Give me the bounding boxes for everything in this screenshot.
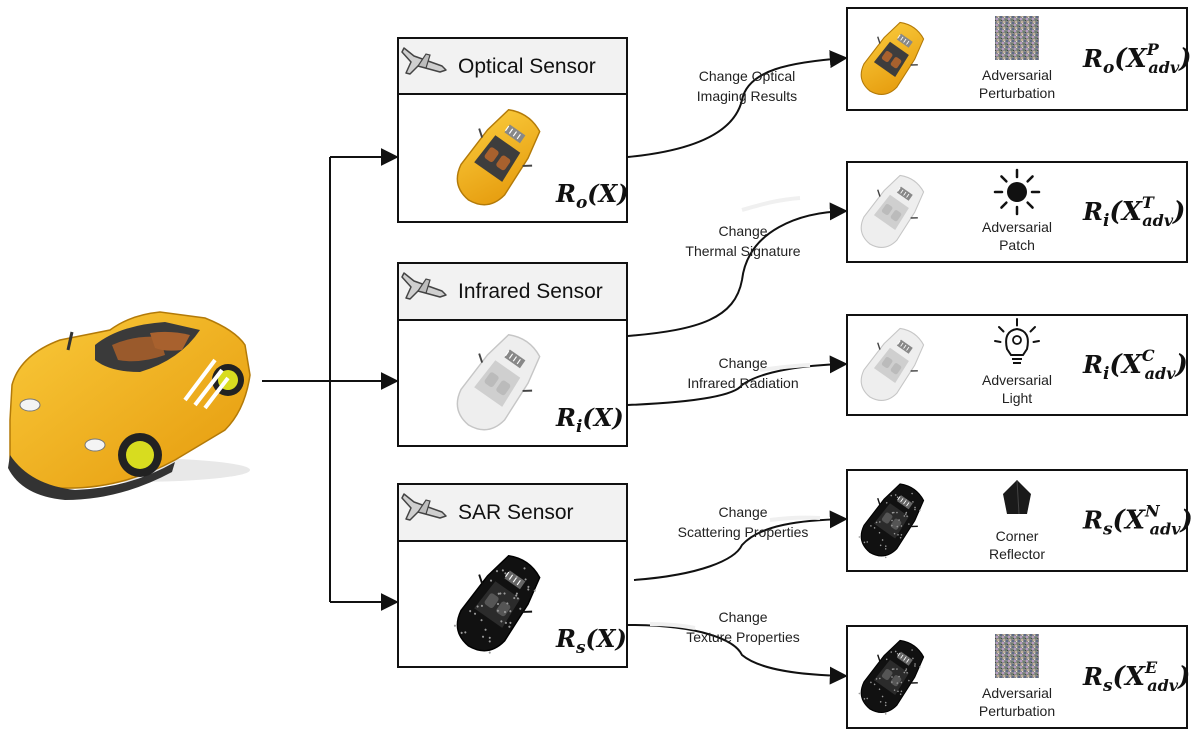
sensor-title-sar: SAR Sensor bbox=[458, 501, 574, 524]
attack-edges bbox=[627, 50, 848, 685]
output-label-line1: Adversarial bbox=[982, 67, 1052, 83]
input-car-image bbox=[8, 311, 251, 500]
sensor-title-infrared: Infrared Sensor bbox=[458, 280, 603, 303]
output-label-line2: Patch bbox=[999, 237, 1035, 253]
svg-text:Scattering Properties: Scattering Properties bbox=[678, 524, 809, 540]
infrared-result-formula: Ri(X) bbox=[555, 403, 624, 437]
plane-icon bbox=[401, 47, 447, 75]
car-sar-image bbox=[858, 483, 925, 559]
sun-icon bbox=[993, 168, 1041, 216]
car-color-image bbox=[456, 108, 541, 206]
svg-text:Change Optical: Change Optical bbox=[699, 68, 796, 84]
noise-patch-icon bbox=[995, 16, 1039, 60]
light-bulb-icon bbox=[994, 318, 1040, 364]
svg-text:Texture Properties: Texture Properties bbox=[686, 629, 800, 645]
corner-reflector-icon bbox=[1003, 479, 1031, 515]
output-label-line1: Adversarial bbox=[982, 685, 1052, 701]
output-label-line2: Perturbation bbox=[979, 703, 1055, 719]
main-connectors bbox=[262, 148, 399, 611]
output-label-line1: Corner bbox=[996, 528, 1039, 544]
svg-text:Infrared Radiation: Infrared Radiation bbox=[687, 375, 798, 391]
car-infrared-image bbox=[860, 174, 925, 248]
svg-text:Change: Change bbox=[718, 355, 767, 371]
car-sar-image bbox=[858, 639, 925, 715]
noise-patch-icon bbox=[995, 634, 1039, 678]
output-label-line2: Reflector bbox=[989, 546, 1045, 562]
plane-icon bbox=[401, 272, 447, 300]
svg-text:Change: Change bbox=[718, 609, 767, 625]
output-label-line1: Adversarial bbox=[982, 219, 1052, 235]
car-infrared-image bbox=[456, 333, 541, 431]
optical-result-formula: Ro(X) bbox=[555, 179, 629, 213]
output-label-line2: Perturbation bbox=[979, 85, 1055, 101]
output-label-line1: Adversarial bbox=[982, 372, 1052, 388]
svg-text:Change: Change bbox=[718, 223, 767, 239]
output-label-line2: Light bbox=[1002, 390, 1032, 406]
plane-icon bbox=[401, 493, 447, 521]
sensor-title-optical: Optical Sensor bbox=[458, 55, 596, 78]
svg-text:Imaging Results: Imaging Results bbox=[697, 88, 797, 104]
car-color-image bbox=[860, 21, 925, 95]
svg-text:Thermal Signature: Thermal Signature bbox=[685, 243, 800, 259]
car-infrared-image bbox=[860, 327, 925, 401]
svg-text:Change: Change bbox=[718, 504, 767, 520]
sar-result-formula: Rs(X) bbox=[555, 624, 627, 658]
car-sar-image bbox=[453, 554, 541, 654]
